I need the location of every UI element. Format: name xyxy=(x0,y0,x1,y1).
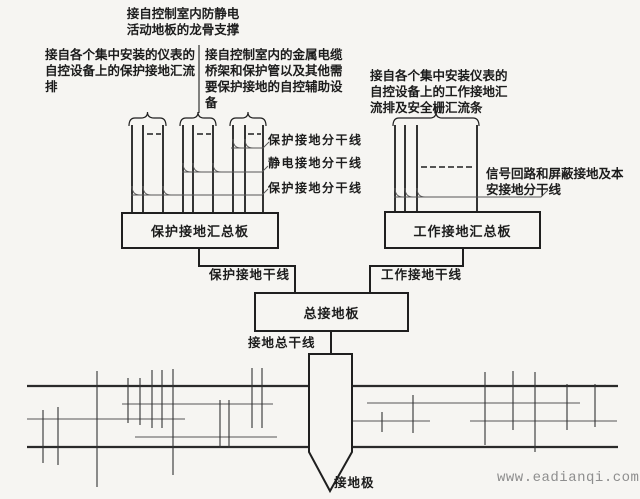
brace-group1 xyxy=(128,111,167,127)
working-bus-label: 工作接地汇总板 xyxy=(413,223,512,239)
annotation-instrument-protective-bus: 接自各个集中安装的仪表的 自控设备上的保护接地汇流 排 xyxy=(45,48,196,94)
branch-conductors xyxy=(131,125,478,213)
label-protective-branch-top: 保护接地分干线 xyxy=(268,133,363,147)
ground-grid xyxy=(27,368,618,487)
main-ground-box xyxy=(254,292,409,332)
brace-right-group xyxy=(392,111,480,127)
continuation-dashes xyxy=(147,133,474,168)
annotation-working-ground-bus: 接自各个集中安装仪表的 自控设备上的工作接地汇 流排及安全栅汇流条 xyxy=(370,69,508,115)
annotation-leader-lines xyxy=(198,45,437,113)
label-protective-trunk: 保护接地干线 xyxy=(209,268,291,282)
protective-bus-box xyxy=(121,212,279,249)
label-protective-branch-bottom: 保护接地分干线 xyxy=(268,181,363,195)
annotation-cable-tray: 接自控制室内的金属电缆 桥架和保护管以及其他需 要保护接地的自控辅助设 备 xyxy=(205,48,343,110)
label-working-trunk: 工作接地干线 xyxy=(381,268,463,282)
annotation-antistatic-floor: 接自控制室内防静电 活动地板的龙骨支撑 xyxy=(126,7,240,37)
label-signal-shield-branch: 信号回路和屏蔽接地及本 安接地分干线 xyxy=(486,167,624,197)
label-electrode: 接地极 xyxy=(334,476,375,490)
brace-group3 xyxy=(229,111,267,127)
bus-boxes xyxy=(121,211,541,332)
label-main-trunk: 接地总干线 xyxy=(248,336,316,350)
brace-icons xyxy=(128,111,480,127)
brace-group2 xyxy=(179,111,217,127)
protective-bus-label: 保护接地汇总板 xyxy=(150,224,249,239)
label-static-branch: 静电接地分干线 xyxy=(268,156,363,170)
main-ground-label: 总接地板 xyxy=(303,305,360,321)
watermark-text: www.eadianqi.com xyxy=(497,470,640,486)
ground-electrode xyxy=(308,353,353,494)
trunk-connectors xyxy=(198,248,464,354)
collector-lines xyxy=(131,138,549,198)
